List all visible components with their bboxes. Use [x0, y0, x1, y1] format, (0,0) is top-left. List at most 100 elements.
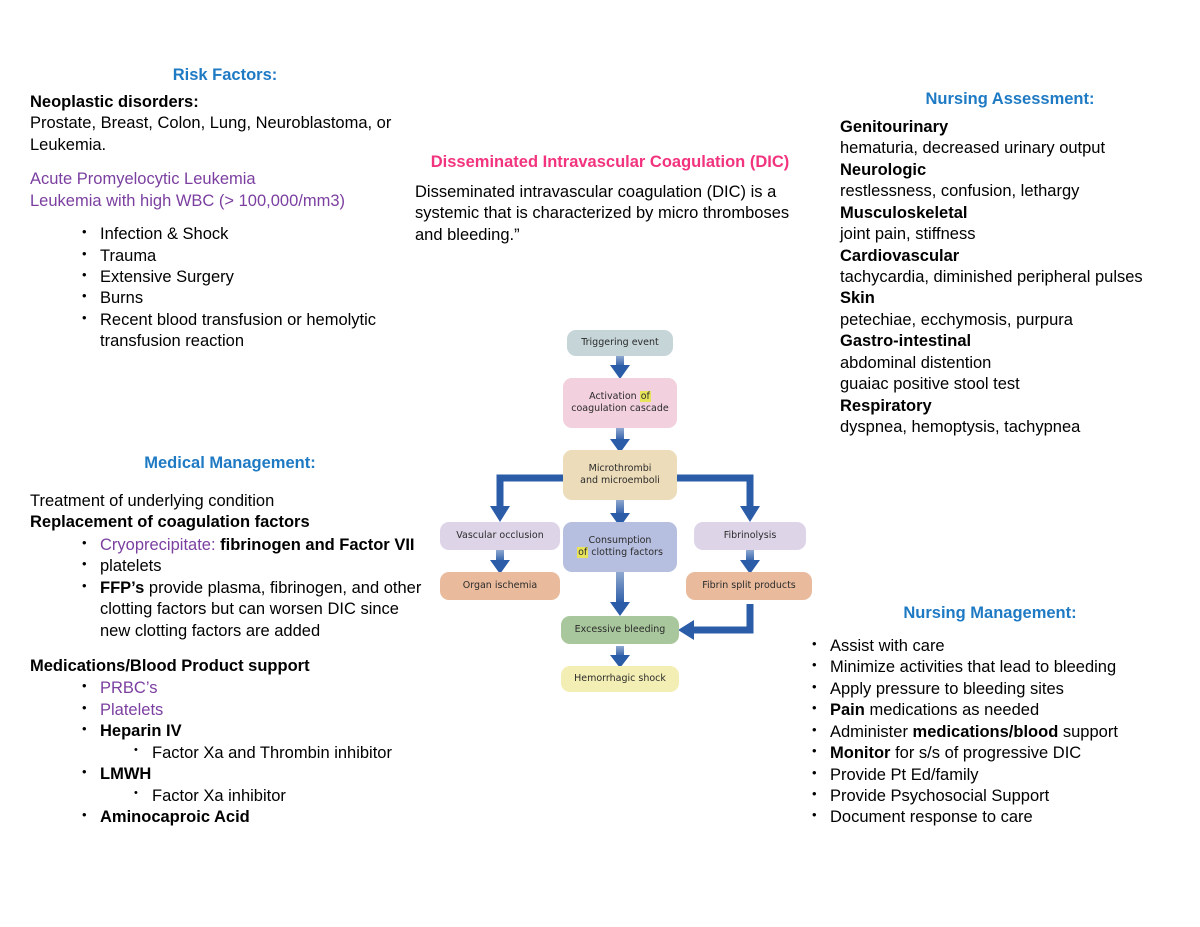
assessment-category: Musculoskeletal — [840, 203, 968, 222]
assessment-detail: restlessness, confusion, lethargy — [840, 182, 1080, 201]
arrow-microthrombi-to-consumption — [610, 500, 630, 527]
flow-node-label: Fibrin split products — [702, 580, 796, 592]
flow-node-vascular-occlusion: Vascular occlusion — [440, 522, 560, 550]
flow-node-label: Hemorrhagic shock — [574, 673, 666, 685]
risk-factors-bullet-list: Infection & Shock Trauma Extensive Surge… — [78, 223, 420, 353]
leukemia-high-wbc-line: Leukemia with high WBC (> 100,000/mm3) — [30, 191, 346, 210]
flow-node-label-line2: of clotting factors — [577, 547, 663, 559]
flow-node-label: Fibrinolysis — [723, 530, 777, 542]
list-item: Infection & Shock — [78, 223, 420, 245]
list-item: Minimize activities that lead to bleedin… — [808, 656, 1180, 678]
flow-node-label-line1: Microthrombi — [588, 463, 652, 475]
med-label: PRBC’s — [100, 679, 158, 698]
cryoprecipitate-label: Cryoprecipitate: — [100, 535, 216, 554]
list-item: Provide Pt Ed/family — [808, 764, 1180, 786]
flow-node-hemorrhagic-shock: Hemorrhagic shock — [561, 666, 679, 692]
flow-node-trigger: Triggering event — [567, 330, 673, 356]
nursing-management-list: Assist with care Minimize activities tha… — [808, 635, 1180, 829]
replacement-factors-line: Replacement of coagulation factors — [30, 513, 310, 532]
bullet-text: Minimize activities that lead to bleedin… — [830, 658, 1117, 677]
dic-description: Disseminated intravascular coagulation (… — [415, 183, 790, 244]
bullet-text: Apply pressure to bleeding sites — [830, 679, 1064, 698]
bullet-text: Provide Psychosocial Support — [830, 787, 1050, 806]
nursing-assessment-list: Genitourinary hematuria, decreased urina… — [840, 117, 1180, 439]
list-item: Recent blood transfusion or hemolytic tr… — [78, 309, 420, 353]
medications-blood-heading: Medications/Blood Product support — [30, 657, 310, 676]
assessment-detail: guaiac positive stool test — [840, 375, 1020, 394]
highlight-of: of — [639, 391, 651, 403]
flow-node-excessive-bleeding: Excessive bleeding — [561, 616, 679, 644]
bullet-text: Document response to care — [830, 808, 1033, 827]
nursing-assessment-panel: Nursing Assessment: Genitourinary hematu… — [840, 90, 1180, 439]
med-label: Aminocaproic Acid — [100, 808, 250, 827]
flow-node-label: Vascular occlusion — [456, 530, 544, 542]
arrow-consumption-to-excessive-bleeding — [610, 572, 630, 616]
list-item: Factor Xa inhibitor — [130, 785, 430, 807]
coagulation-replacement-list: Cryoprecipitate: fibrinogen and Factor V… — [78, 534, 430, 642]
flow-node-consumption: Consumption of clotting factors — [563, 522, 677, 572]
med-label: Heparin IV — [100, 722, 182, 741]
bullet-bold-mid: medications/blood — [912, 722, 1059, 741]
acute-promyelocytic-leukemia-line: Acute Promyelocytic Leukemia — [30, 170, 256, 189]
nursing-assessment-heading: Nursing Assessment: — [925, 90, 1095, 108]
flow-node-label-line1: Activation of — [589, 391, 651, 403]
leukemia-risk-block: Acute Promyelocytic Leukemia Leukemia wi… — [30, 169, 420, 212]
med-label: Platelets — [100, 700, 164, 719]
list-item: LMWH Factor Xa inhibitor — [78, 763, 430, 807]
bullet-text: Administer — [830, 722, 913, 741]
assessment-detail: dyspnea, hemoptysis, tachypnea — [840, 418, 1081, 437]
ffp-label: FFP’s — [100, 578, 145, 597]
list-item: Document response to care — [808, 806, 1180, 828]
flow-node-label: Organ ischemia — [462, 580, 538, 592]
clotting-factors-word: clotting factors — [588, 547, 663, 558]
list-item: Administer medications/blood support — [808, 721, 1180, 743]
med-label: LMWH — [100, 765, 152, 784]
neoplastic-block: Neoplastic disorders: Prostate, Breast, … — [30, 92, 420, 156]
bullet-text: Assist with care — [830, 636, 945, 655]
assessment-detail: joint pain, stiffness — [840, 225, 976, 244]
treatment-underlying-line: Treatment of underlying condition — [30, 491, 275, 510]
ffp-detail: provide plasma, fibrinogen, and other cl… — [100, 578, 422, 640]
flow-node-label-line1: Consumption — [588, 535, 652, 547]
assessment-detail: hematuria, decreased urinary output — [840, 139, 1106, 158]
cryoprecipitate-detail: fibrinogen and Factor VII — [215, 535, 415, 554]
flow-node-organ-ischemia: Organ ischemia — [440, 572, 560, 600]
list-item: FFP’s provide plasma, fibrinogen, and ot… — [78, 577, 430, 642]
list-item: Pain medications as needed — [808, 699, 1180, 721]
bullet-text-post: support — [1058, 722, 1118, 741]
dic-title: Disseminated Intravascular Coagulation (… — [430, 153, 790, 171]
list-item: Cryoprecipitate: fibrinogen and Factor V… — [78, 534, 430, 556]
risk-factors-heading: Risk Factors: — [172, 66, 278, 84]
neoplastic-heading: Neoplastic disorders: — [30, 92, 199, 111]
risk-factors-panel: Risk Factors: Neoplastic disorders: Pros… — [30, 66, 420, 353]
list-item: Provide Psychosocial Support — [808, 785, 1180, 807]
nursing-management-panel: Nursing Management: Assist with care Min… — [800, 604, 1180, 829]
flow-node-label: Triggering event — [581, 337, 659, 349]
medical-management-heading: Medical Management: — [144, 454, 316, 472]
arrow-excessive-to-hemorrhagic-shock — [610, 646, 630, 668]
list-item: Assist with care — [808, 635, 1180, 657]
arrow-microthrombi-to-fibrinolysis — [670, 474, 760, 522]
list-item: Platelets — [78, 699, 430, 721]
list-item: Extensive Surgery — [78, 266, 420, 288]
flow-node-label-line2: coagulation cascade — [571, 403, 669, 414]
med-sublist: Factor Xa and Thrombin inhibitor — [130, 742, 430, 764]
list-item: Burns — [78, 287, 420, 309]
assessment-detail: tachycardia, diminished peripheral pulse… — [840, 268, 1143, 287]
dic-definition-panel: Disseminated Intravascular Coagulation (… — [415, 153, 805, 246]
assessment-detail: petechiae, ecchymosis, purpura — [840, 310, 1073, 329]
bullet-bold-pre: Pain — [830, 701, 865, 720]
arrow-fibrin-split-to-excessive-bleeding — [678, 604, 754, 640]
bullet-text: for s/s of progressive DIC — [890, 744, 1082, 763]
flow-node-fibrin-split-products: Fibrin split products — [686, 572, 812, 600]
medical-management-panel: Medical Management: Treatment of underly… — [30, 454, 430, 829]
arrow-fibrinolysis-to-fibrin-split — [740, 550, 760, 574]
list-item: Trauma — [78, 245, 420, 267]
flow-node-label-line2: and microemboli — [580, 475, 660, 486]
medications-list: PRBC’s Platelets Heparin IV Factor Xa an… — [78, 677, 430, 828]
arrow-activation-to-microthrombi — [610, 428, 630, 453]
assessment-category: Neurologic — [840, 160, 927, 179]
list-item: Factor Xa and Thrombin inhibitor — [130, 742, 430, 764]
highlight-of: of — [577, 547, 589, 558]
assessment-detail: abdominal distention — [840, 353, 992, 372]
